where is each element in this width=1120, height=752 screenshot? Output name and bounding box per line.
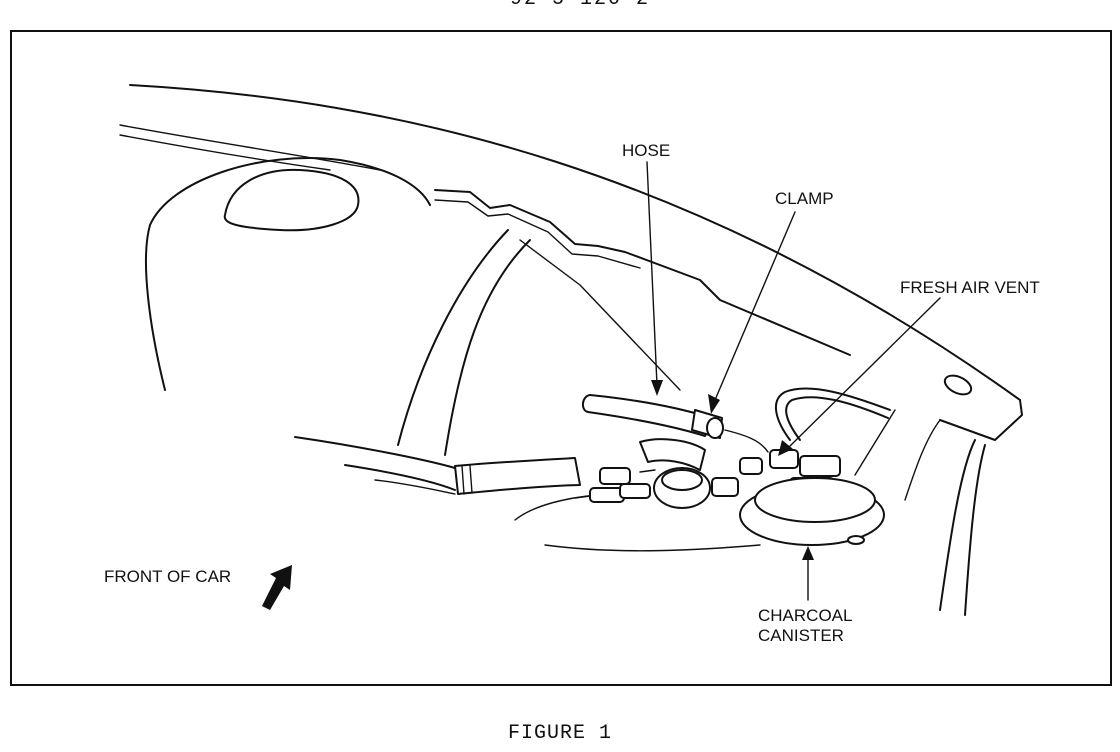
bracket-line bbox=[854, 409, 896, 476]
fitting-4 bbox=[711, 477, 739, 497]
hose-to-canister bbox=[724, 429, 769, 453]
fender-lip-right bbox=[939, 439, 976, 611]
fresh-air-tube-inner bbox=[785, 396, 889, 441]
charcoal-canister-label-line1: CHARCOAL bbox=[758, 606, 853, 625]
vapor-line-3 bbox=[374, 479, 456, 495]
canister-mount-tab bbox=[847, 535, 865, 545]
fitting-2 bbox=[589, 487, 625, 503]
apron-line-left bbox=[397, 229, 509, 446]
charcoal-canister-leader bbox=[802, 546, 814, 601]
figure-caption: FIGURE 1 bbox=[507, 722, 612, 745]
hose-leader bbox=[646, 161, 663, 396]
strut-tower bbox=[145, 157, 431, 391]
inner-fender-line-2 bbox=[119, 134, 331, 171]
main-hose bbox=[454, 457, 581, 495]
fresh-air-vent-label: FRESH AIR VENT bbox=[900, 278, 1040, 297]
fresh-air-tube bbox=[775, 387, 891, 441]
fitting-3 bbox=[619, 483, 651, 499]
fitting-7 bbox=[799, 455, 841, 477]
main-hose-band bbox=[461, 465, 473, 495]
hose-label: HOSE bbox=[622, 141, 671, 160]
charcoal-canister-top bbox=[754, 477, 876, 523]
figure-frame bbox=[10, 30, 1112, 686]
hose-end-fitting bbox=[706, 417, 724, 439]
apron-line-mid bbox=[444, 239, 531, 456]
apron-line-diagonal bbox=[519, 239, 681, 391]
clamp-label: CLAMP bbox=[775, 189, 834, 208]
fitting-5 bbox=[739, 457, 763, 475]
lower-curve-2 bbox=[544, 544, 761, 552]
small-line bbox=[574, 469, 656, 499]
fender-lip-right-2 bbox=[964, 444, 986, 616]
fender-edge-lower bbox=[939, 399, 1023, 441]
cowl-step-line-inner bbox=[434, 199, 641, 269]
fitting-1 bbox=[599, 467, 631, 485]
cowl-step-line bbox=[434, 189, 851, 356]
purge-valve-top bbox=[661, 469, 703, 491]
front-of-car-arrow bbox=[262, 565, 292, 610]
vapor-line-lower bbox=[344, 464, 456, 491]
charcoal-canister-label-line2: CANISTER bbox=[758, 626, 844, 645]
fresh-air-vent-leader bbox=[778, 297, 941, 456]
mounting-slot bbox=[943, 374, 973, 396]
inner-fender-line bbox=[119, 124, 381, 171]
document-code: 92-5-120-2 bbox=[470, 0, 690, 11]
fender-inner-right bbox=[904, 419, 941, 501]
upper-hose bbox=[582, 394, 713, 437]
fender-top-edge bbox=[129, 84, 1021, 401]
strut-tower-cap bbox=[223, 168, 360, 232]
clamp-leader bbox=[708, 211, 796, 414]
vapor-line-upper bbox=[294, 436, 456, 469]
bent-hose bbox=[639, 438, 706, 471]
front-of-car-label: FRONT OF CAR bbox=[104, 567, 232, 586]
